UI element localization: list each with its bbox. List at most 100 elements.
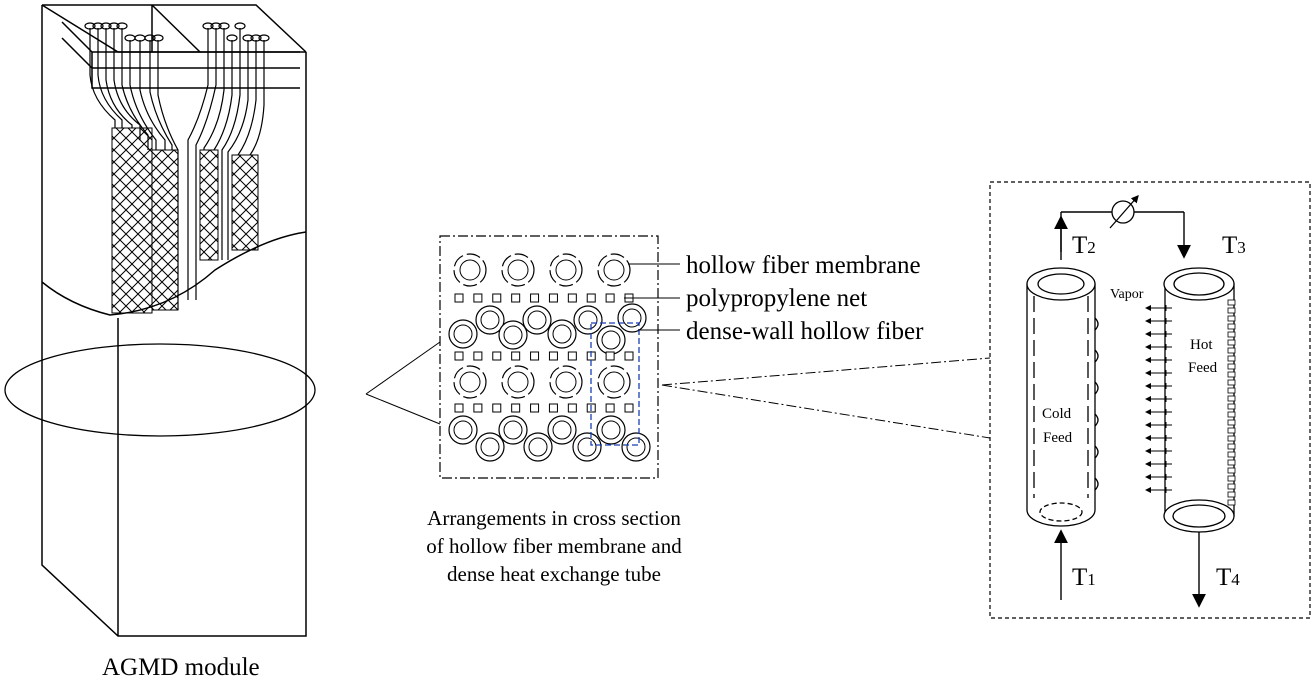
detail-panel: T2 T3 T1 T4 Vapor Hot Feed Cold Feed [989, 181, 1311, 619]
wall-pore [1227, 307, 1236, 314]
dense-wall-fiber [621, 432, 651, 462]
net-square [567, 351, 577, 361]
hollow-fiber-ring [501, 365, 535, 399]
cross-section-frame [439, 235, 659, 479]
label-hot: Hot [1190, 337, 1213, 353]
label-cold: Cold [1042, 406, 1072, 422]
wall-pore [1227, 411, 1236, 418]
net-square [454, 293, 464, 303]
cutaway-edge [41, 231, 307, 316]
net-square [473, 403, 483, 413]
wall-pore [1227, 427, 1236, 434]
wall-pore [1227, 459, 1236, 466]
net-square [567, 293, 577, 303]
dense-wall-fiber [547, 319, 577, 349]
label-t4: T4 [1216, 564, 1240, 591]
hollow-fiber-ring [549, 253, 583, 287]
net-square [530, 403, 540, 413]
dense-wall-fiber [522, 305, 552, 335]
fiber-tubes [89, 28, 265, 310]
net-square [492, 351, 502, 361]
label-vapor: Vapor [1110, 287, 1144, 302]
fiber-tube-ends [84, 22, 270, 42]
wall-pore [1227, 323, 1236, 330]
dense-wall-fiber [523, 432, 553, 462]
dense-wall-fiber-circles [448, 303, 651, 462]
wall-pore [1227, 451, 1236, 458]
wall-pore [1227, 483, 1236, 490]
net-square [624, 403, 634, 413]
wall-pore [1227, 475, 1236, 482]
hot-feed-tube [1163, 267, 1235, 533]
wall-pore [1227, 379, 1236, 386]
net-square [473, 351, 483, 361]
label-hollow-fiber-membrane: hollow fiber membrane [686, 252, 921, 279]
label-t2: T2 [1072, 232, 1096, 259]
wall-pore [1227, 371, 1236, 378]
wall-pore [1227, 347, 1236, 354]
dense-wall-fiber [596, 415, 626, 445]
flow-meter-icon [1109, 195, 1139, 229]
net-square [511, 351, 521, 361]
net-square [454, 351, 464, 361]
dense-wall-fiber [448, 319, 478, 349]
label-cold-feed: Feed [1043, 430, 1073, 446]
wall-pore [1227, 499, 1236, 506]
net-square [530, 351, 540, 361]
wall-pore [1227, 419, 1236, 426]
net-square [454, 403, 464, 413]
net-square [567, 403, 577, 413]
wall-pore [1227, 467, 1236, 474]
net-square [530, 293, 540, 303]
hollow-fiber-ring [453, 253, 487, 287]
zoom-connectors-right [661, 357, 991, 439]
label-polypropylene-net: polypropylene net [686, 285, 867, 312]
wall-pore [1227, 331, 1236, 338]
selection-highlight [590, 322, 640, 446]
caption-line-2: of hollow fiber membrane and [426, 534, 682, 558]
net-square [511, 293, 521, 303]
module-label: AGMD module [102, 654, 260, 681]
cold-feed-tube [1026, 267, 1099, 527]
dense-wall-fiber [573, 305, 603, 335]
caption-line-1: Arrangements in cross section [427, 506, 681, 530]
dense-wall-fiber [475, 305, 505, 335]
dense-wall-fiber [475, 432, 505, 462]
hollow-fiber-ring [453, 365, 487, 399]
wall-pore [1227, 403, 1236, 410]
wall-pore [1227, 387, 1236, 394]
net-square [473, 293, 483, 303]
module-housing [41, 4, 307, 637]
wall-pore [1227, 363, 1236, 370]
net-square [586, 293, 596, 303]
dense-wall-fiber [596, 325, 626, 355]
leader-lines [624, 263, 680, 331]
label-t3: T3 [1222, 232, 1246, 259]
dense-wall-fiber [547, 415, 577, 445]
wall-pore [1227, 355, 1236, 362]
fiber-bundles [111, 127, 259, 314]
wall-pore [1227, 395, 1236, 402]
caption-line-3: dense heat exchange tube [447, 562, 661, 586]
hollow-fiber-ring [501, 253, 535, 287]
vapor-flux-arrows [1145, 305, 1172, 493]
net-square [511, 403, 521, 413]
dense-wall-fiber [498, 415, 528, 445]
hollow-fiber-membrane-circles [453, 253, 631, 399]
net-square [624, 351, 634, 361]
hot-tube-wall-pores [1227, 299, 1236, 506]
net-square [548, 403, 558, 413]
flow-path [1054, 211, 1206, 608]
cross-section-ring [4, 343, 316, 437]
net-square [605, 403, 615, 413]
net-square [548, 293, 558, 303]
label-t1: T1 [1072, 564, 1096, 591]
net-square [492, 293, 502, 303]
dense-wall-fiber [572, 432, 602, 462]
wall-pore [1227, 315, 1236, 322]
cross-section-panel: hollow fiber membrane polypropylene net … [426, 235, 924, 586]
wall-pore [1227, 435, 1236, 442]
dense-wall-fiber [498, 320, 528, 350]
net-square [548, 351, 558, 361]
